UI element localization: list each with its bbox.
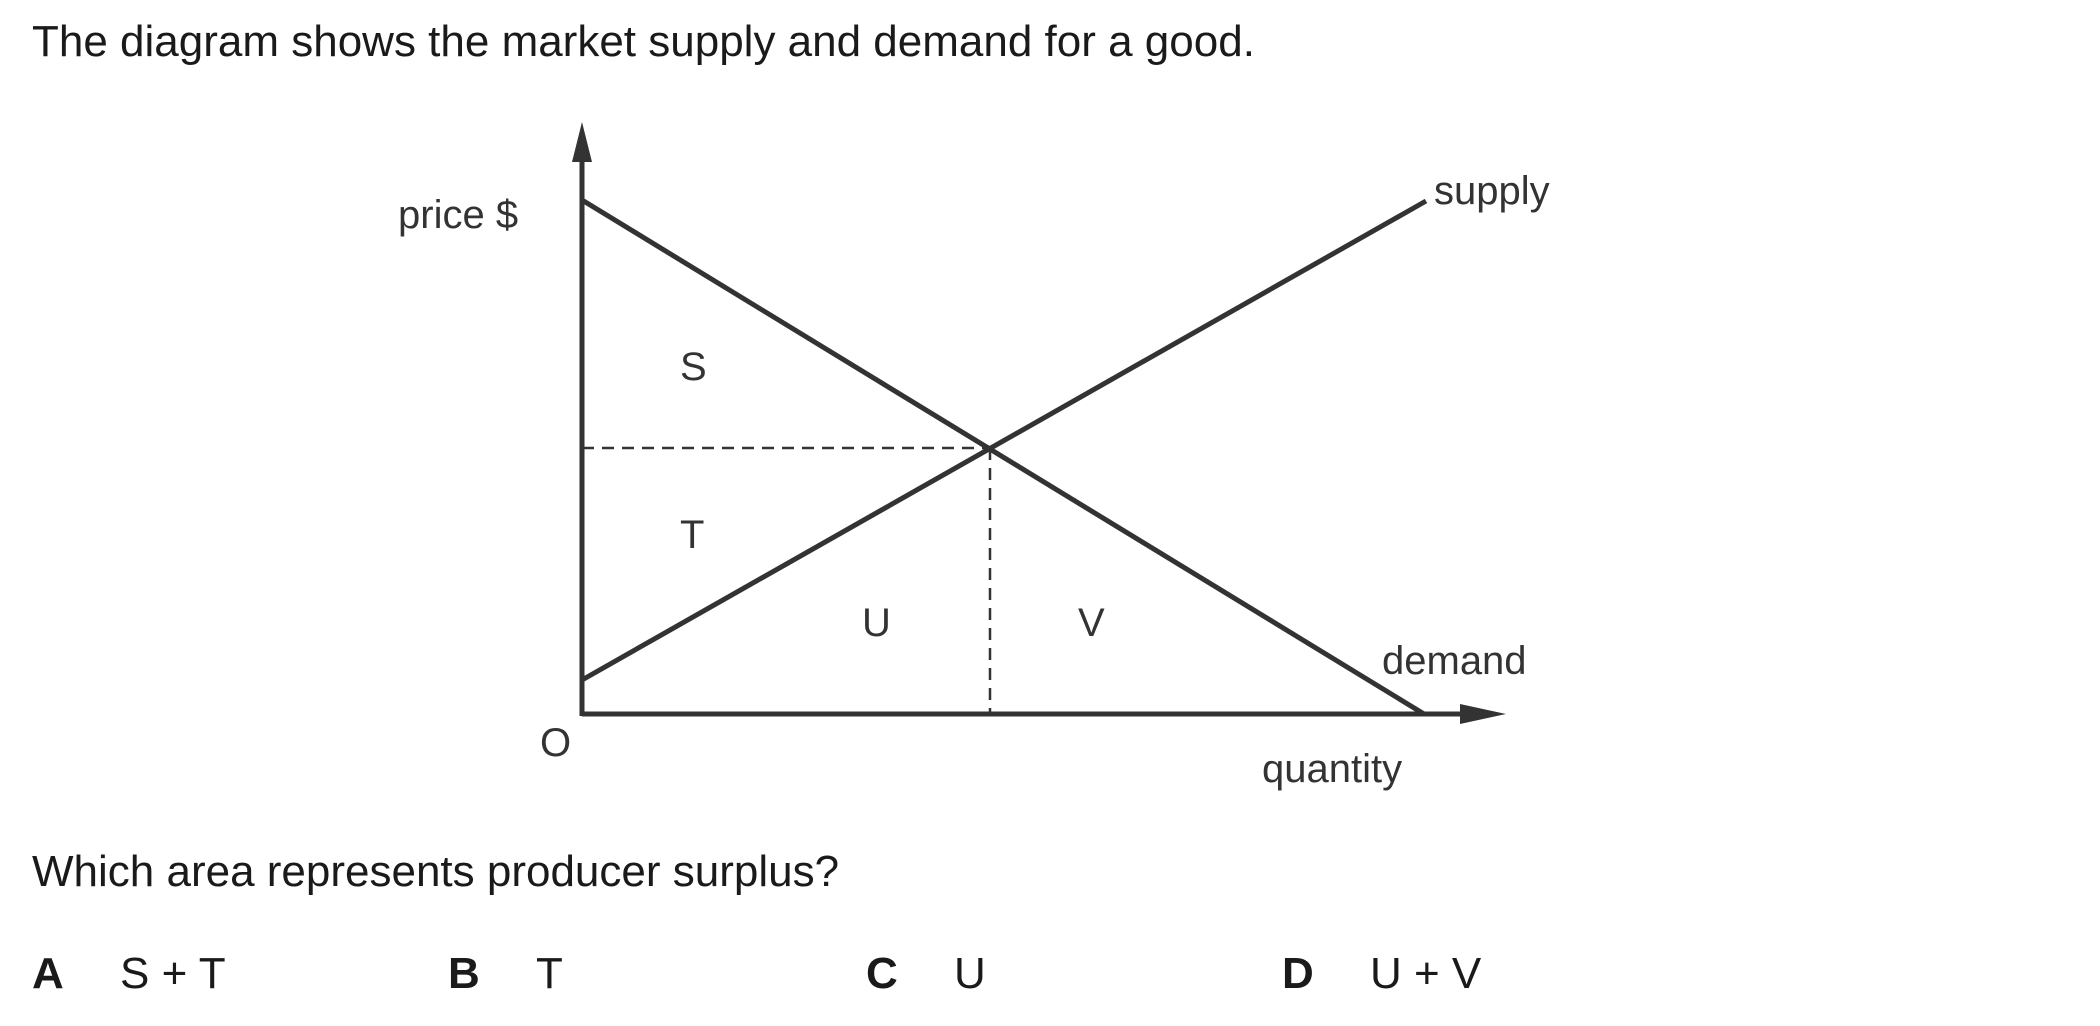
option-c[interactable]: C U: [866, 944, 986, 1004]
region-label-s: S: [680, 345, 707, 389]
option-letter: D: [1282, 949, 1314, 998]
option-d[interactable]: D U + V: [1282, 944, 1481, 1004]
x-axis-arrowhead: [1460, 704, 1506, 724]
y-axis-arrowhead: [572, 122, 592, 162]
demand-curve: [580, 197, 1426, 717]
x-axis-label: quantity: [1262, 747, 1402, 791]
option-text: U + V: [1370, 949, 1482, 998]
option-letter: C: [866, 949, 898, 998]
option-text: S + T: [120, 949, 226, 998]
region-label-u: U: [862, 601, 891, 645]
region-label-v: V: [1078, 601, 1105, 645]
region-label-t: T: [680, 513, 704, 557]
origin-label: O: [540, 721, 571, 765]
y-axis-label: price $: [398, 193, 518, 237]
question-prompt: Which area represents producer surplus?: [32, 847, 840, 896]
demand-label: demand: [1382, 639, 1527, 683]
question-intro: The diagram shows the market supply and …: [32, 17, 1255, 66]
supply-curve: [580, 198, 1428, 683]
option-letter: B: [448, 949, 480, 998]
option-a[interactable]: A S + T: [32, 944, 226, 1004]
option-text: U: [954, 949, 986, 998]
option-text: T: [536, 949, 563, 998]
option-letter: A: [32, 949, 64, 998]
option-b[interactable]: B T: [448, 944, 563, 1004]
supply-label: supply: [1434, 169, 1550, 213]
